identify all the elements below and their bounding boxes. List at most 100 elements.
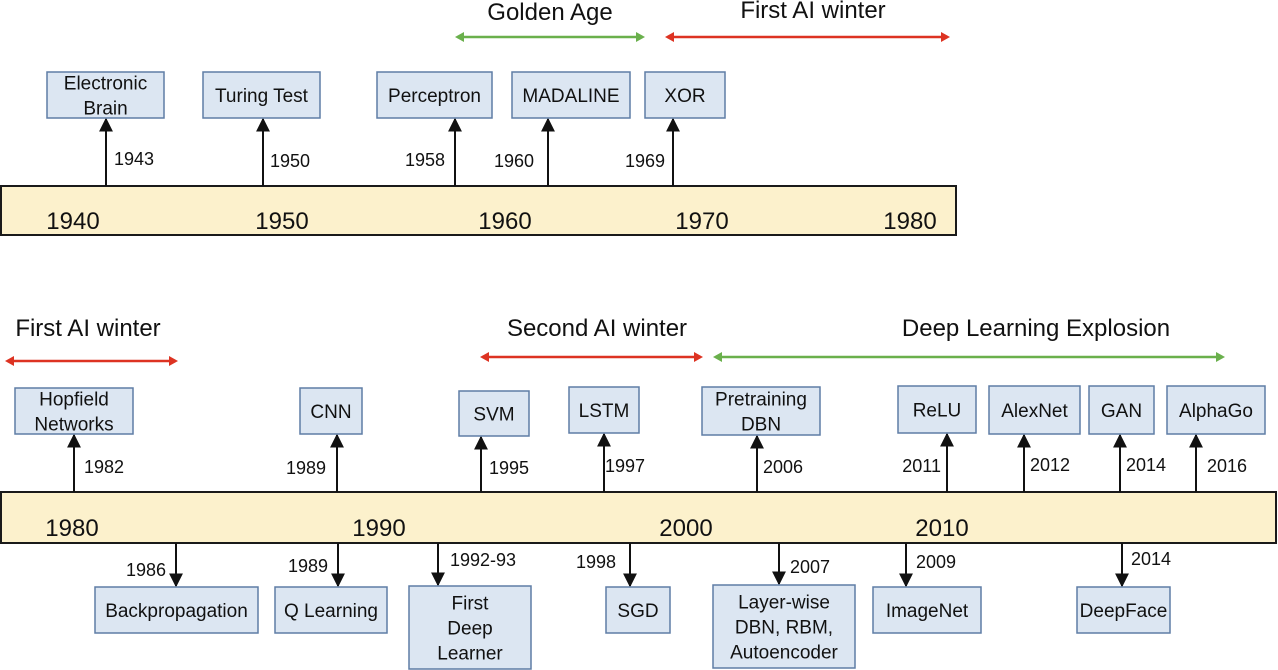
event-box (712, 584, 856, 669)
era-arrowhead-right (941, 32, 950, 42)
event-name: DBN, RBM, (735, 618, 833, 639)
event-year: 1997 (605, 456, 645, 476)
event-name: AlphaGo (1179, 401, 1253, 422)
decade-label: 2000 (659, 515, 712, 542)
event-backpropagation: Backpropagation 1986 (94, 543, 259, 634)
event-year: 1969 (625, 151, 665, 171)
event-year: 2014 (1126, 455, 1166, 475)
event-name: ReLU (913, 401, 962, 422)
event-name: MADALINE (522, 86, 619, 107)
event-year: 2012 (1030, 455, 1070, 475)
decade-label: 1990 (352, 515, 405, 542)
event-name: Pretraining (715, 390, 807, 411)
decade-label: 1980 (45, 515, 98, 542)
event-box (988, 385, 1081, 435)
event-name: SGD (617, 601, 658, 622)
event-lstm: LSTM 1997 (568, 386, 645, 492)
event-box (1166, 385, 1266, 435)
event-year: 2014 (1131, 549, 1171, 569)
event-name: Q Learning (284, 601, 378, 622)
event-year: 2007 (790, 557, 830, 577)
era-arrowhead-right (1216, 352, 1225, 362)
event-year: 1989 (286, 458, 326, 478)
event-box (14, 387, 134, 435)
event-madaline: MADALINE 1960 (494, 71, 631, 186)
event-box (511, 71, 631, 119)
decade-label: 1980 (883, 208, 936, 235)
event-name: Learner (437, 644, 503, 665)
event-box (274, 586, 388, 634)
event-year: 1986 (126, 560, 166, 580)
timeline-bar (0, 185, 957, 236)
era-arrowhead-left (480, 352, 489, 362)
event-box (94, 586, 259, 634)
event-year: 1958 (405, 150, 445, 170)
event-box (872, 586, 982, 634)
event-year: 2011 (902, 456, 941, 476)
decade-label: 1950 (255, 208, 308, 235)
event-box (605, 586, 671, 634)
era-label: Deep Learning Explosion (902, 315, 1170, 342)
event-name: Layer-wise (738, 593, 830, 614)
event-box (46, 71, 165, 119)
event-name: Perceptron (388, 86, 481, 107)
event-name: Deep (447, 619, 492, 640)
event-box (202, 71, 321, 119)
event-box (1088, 385, 1155, 435)
event-name: Backpropagation (105, 601, 248, 622)
event-name: CNN (310, 402, 351, 423)
event-box (644, 71, 726, 119)
era-arrowhead-left (665, 32, 674, 42)
event-name: ImageNet (886, 601, 969, 622)
event-year: 1992-93 (450, 550, 516, 570)
decade-label: 1970 (675, 208, 728, 235)
event-alexnet: AlexNet 2012 (988, 385, 1081, 492)
event-year: 1982 (84, 457, 124, 477)
decade-label: 2010 (915, 515, 968, 542)
event-name: SVM (473, 405, 514, 426)
event-year: 1943 (114, 149, 154, 169)
decade-label: 1960 (478, 208, 531, 235)
event-box (568, 386, 640, 434)
era-arrowhead-right (636, 32, 645, 42)
era-arrowhead-right (694, 352, 703, 362)
event-name: Electronic (64, 74, 147, 95)
era-label: Golden Age (487, 0, 612, 26)
event-name: Autoencoder (730, 643, 838, 664)
era-label: First AI winter (15, 315, 160, 342)
event-box (897, 385, 977, 434)
event-name: First (452, 594, 490, 615)
era-label: First AI winter (740, 0, 885, 24)
event-alphago: AlphaGo 2016 (1166, 385, 1266, 492)
decade-label: 1940 (46, 208, 99, 235)
event-imagenet: ImageNet 2009 (872, 543, 982, 634)
event-box (299, 387, 363, 435)
event-year: 2006 (763, 457, 803, 477)
event-year: 1960 (494, 151, 534, 171)
event-box (376, 71, 493, 119)
event-name: DBN (741, 415, 781, 436)
event-box (458, 390, 530, 437)
event-box (701, 386, 821, 436)
event-name: AlexNet (1001, 401, 1068, 422)
event-year: 2016 (1207, 456, 1247, 476)
event-name: LSTM (579, 401, 630, 422)
event-year: 1995 (489, 458, 529, 478)
event-cnn: CNN 1989 (286, 387, 363, 492)
era-arrowhead-right (169, 356, 178, 366)
era-arrowhead-left (713, 352, 722, 362)
event-year: 2009 (916, 552, 956, 572)
timeline-panel-top: 1940 1950 1960 1970 1980 Golden Age First AI w… (0, 0, 957, 236)
era-arrowhead-left (5, 356, 14, 366)
